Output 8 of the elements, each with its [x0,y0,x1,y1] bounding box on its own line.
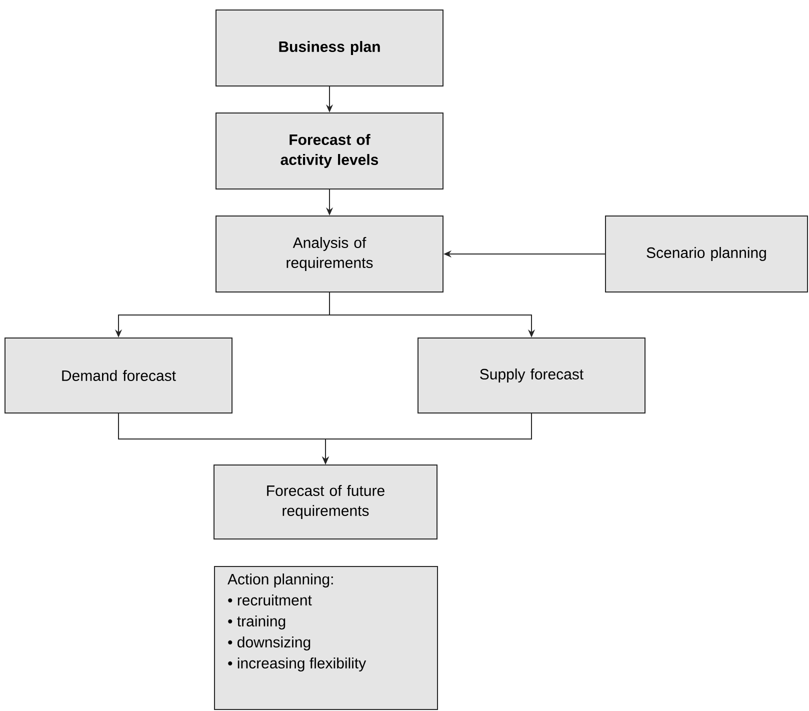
action-list-box: Action planning: • recruitment • training • downsizing • increasing flexibility [214,566,438,710]
process-box: Forecast of activity levels [216,112,444,190]
process-box: Analysis of requirements [216,216,444,292]
process-box: Demand forecast [4,338,232,414]
process-box: Supply forecast [418,338,646,414]
process-box: Business plan [216,10,444,86]
process-box: Forecast of future requirements [214,464,438,540]
process-box: Scenario planning [605,216,808,292]
